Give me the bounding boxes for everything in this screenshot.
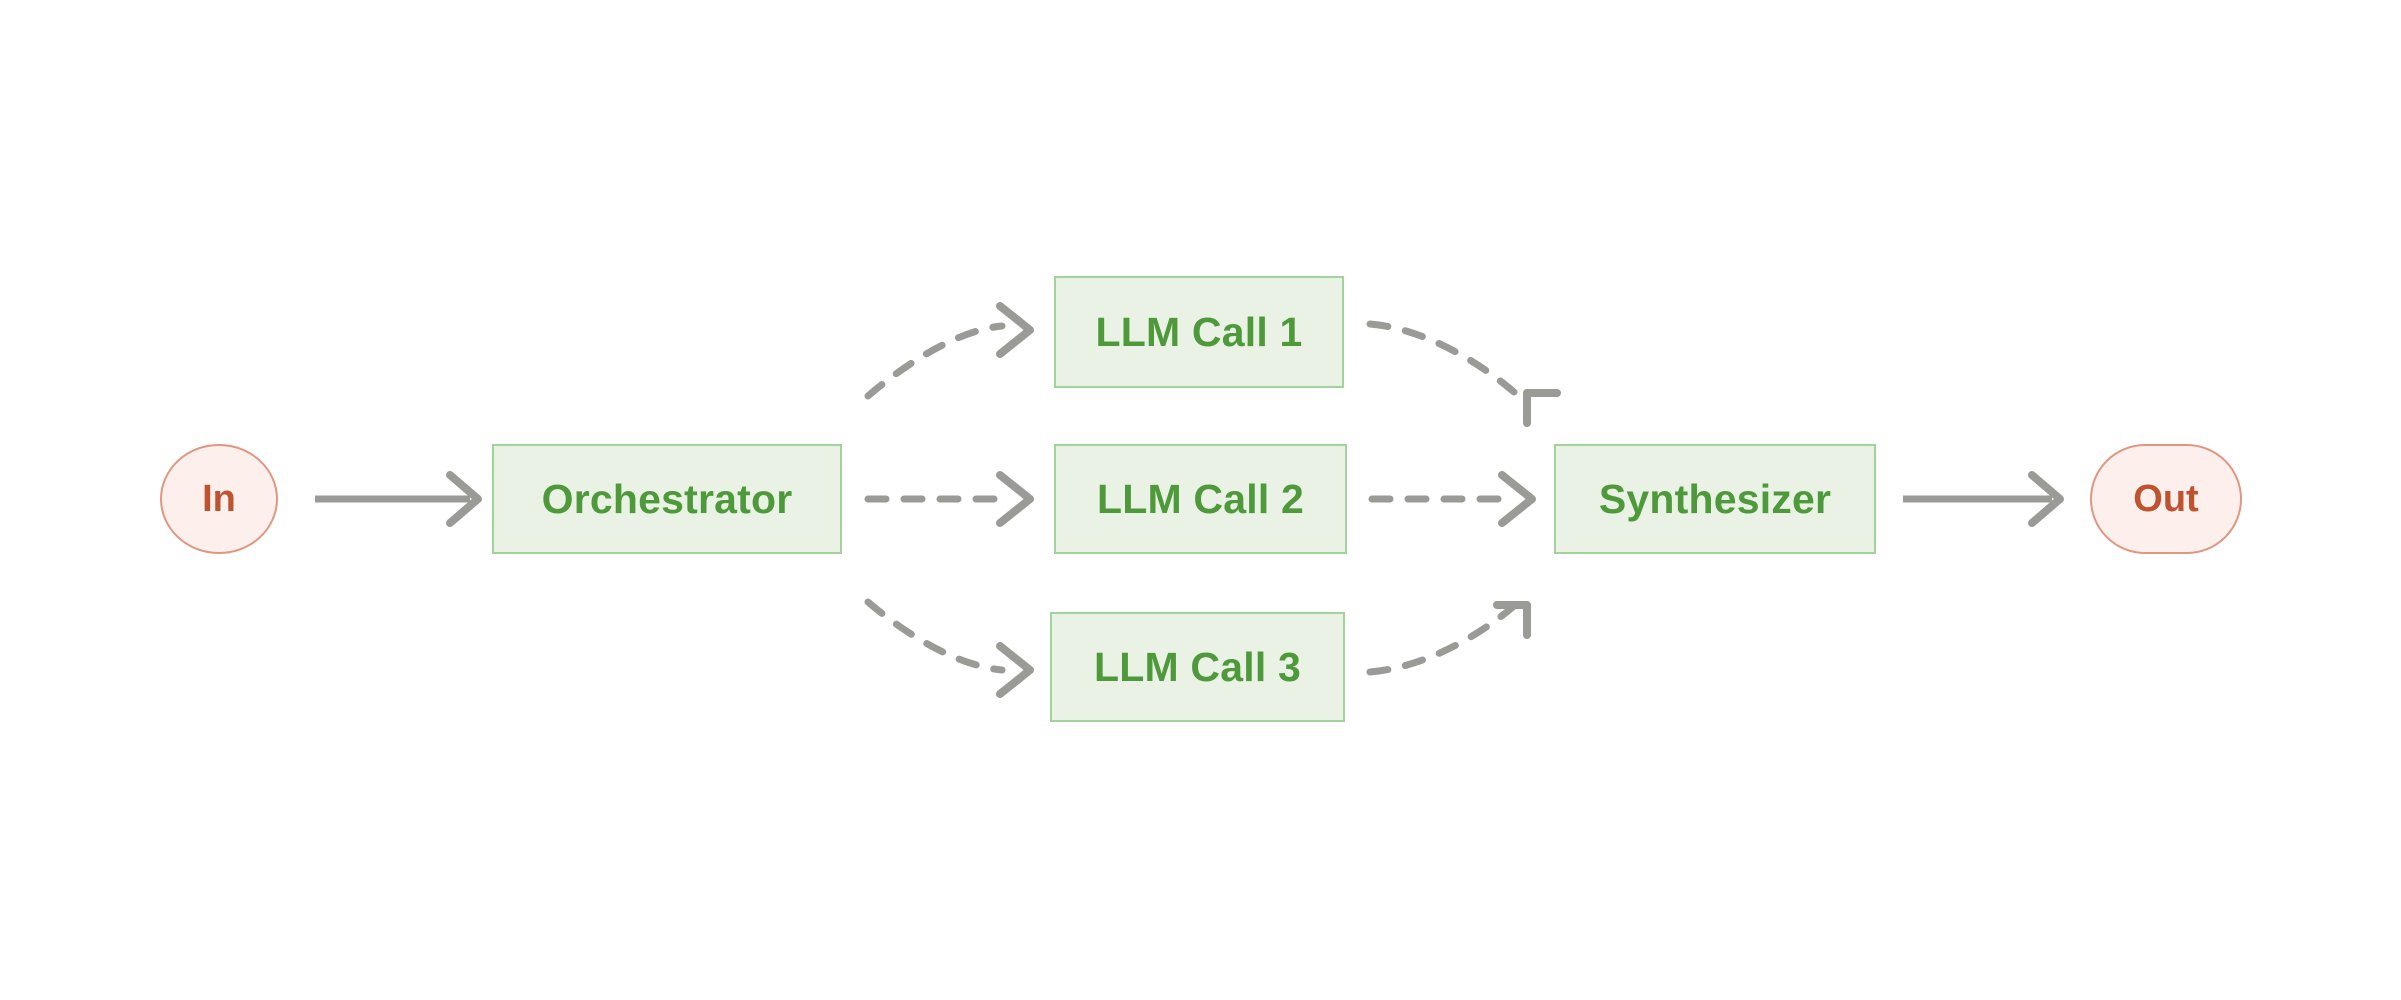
node-out[interactable]: Out xyxy=(2090,444,2242,554)
node-orchestrator[interactable]: Orchestrator xyxy=(492,444,842,554)
edge-synthesizer-to-out xyxy=(1903,471,2064,527)
node-llm-call-2-label: LLM Call 2 xyxy=(1096,475,1305,522)
edge-orchestrator-to-llm-2 xyxy=(864,471,1034,527)
edge-llm-3-to-synthesizer xyxy=(1366,601,1531,676)
node-llm-call-1-label: LLM Call 1 xyxy=(1095,308,1303,355)
node-in[interactable]: In xyxy=(160,444,278,554)
edge-llm-2-to-synthesizer xyxy=(1368,471,1536,527)
node-synthesizer[interactable]: Synthesizer xyxy=(1554,444,1876,554)
node-llm-call-3[interactable]: LLM Call 3 xyxy=(1050,612,1345,722)
node-synthesizer-label: Synthesizer xyxy=(1598,475,1832,522)
node-llm-call-3-label: LLM Call 3 xyxy=(1093,643,1302,690)
edge-in-to-orchestrator xyxy=(315,471,482,527)
node-llm-call-2[interactable]: LLM Call 2 xyxy=(1054,444,1347,554)
node-out-label: Out xyxy=(2133,478,2199,520)
edge-orchestrator-to-llm-3 xyxy=(864,598,1034,698)
edge-llm-1-to-synthesizer xyxy=(1366,320,1561,427)
node-in-label: In xyxy=(202,478,236,520)
edge-orchestrator-to-llm-1 xyxy=(864,302,1034,400)
node-llm-call-1[interactable]: LLM Call 1 xyxy=(1054,276,1344,388)
node-orchestrator-label: Orchestrator xyxy=(541,475,793,522)
